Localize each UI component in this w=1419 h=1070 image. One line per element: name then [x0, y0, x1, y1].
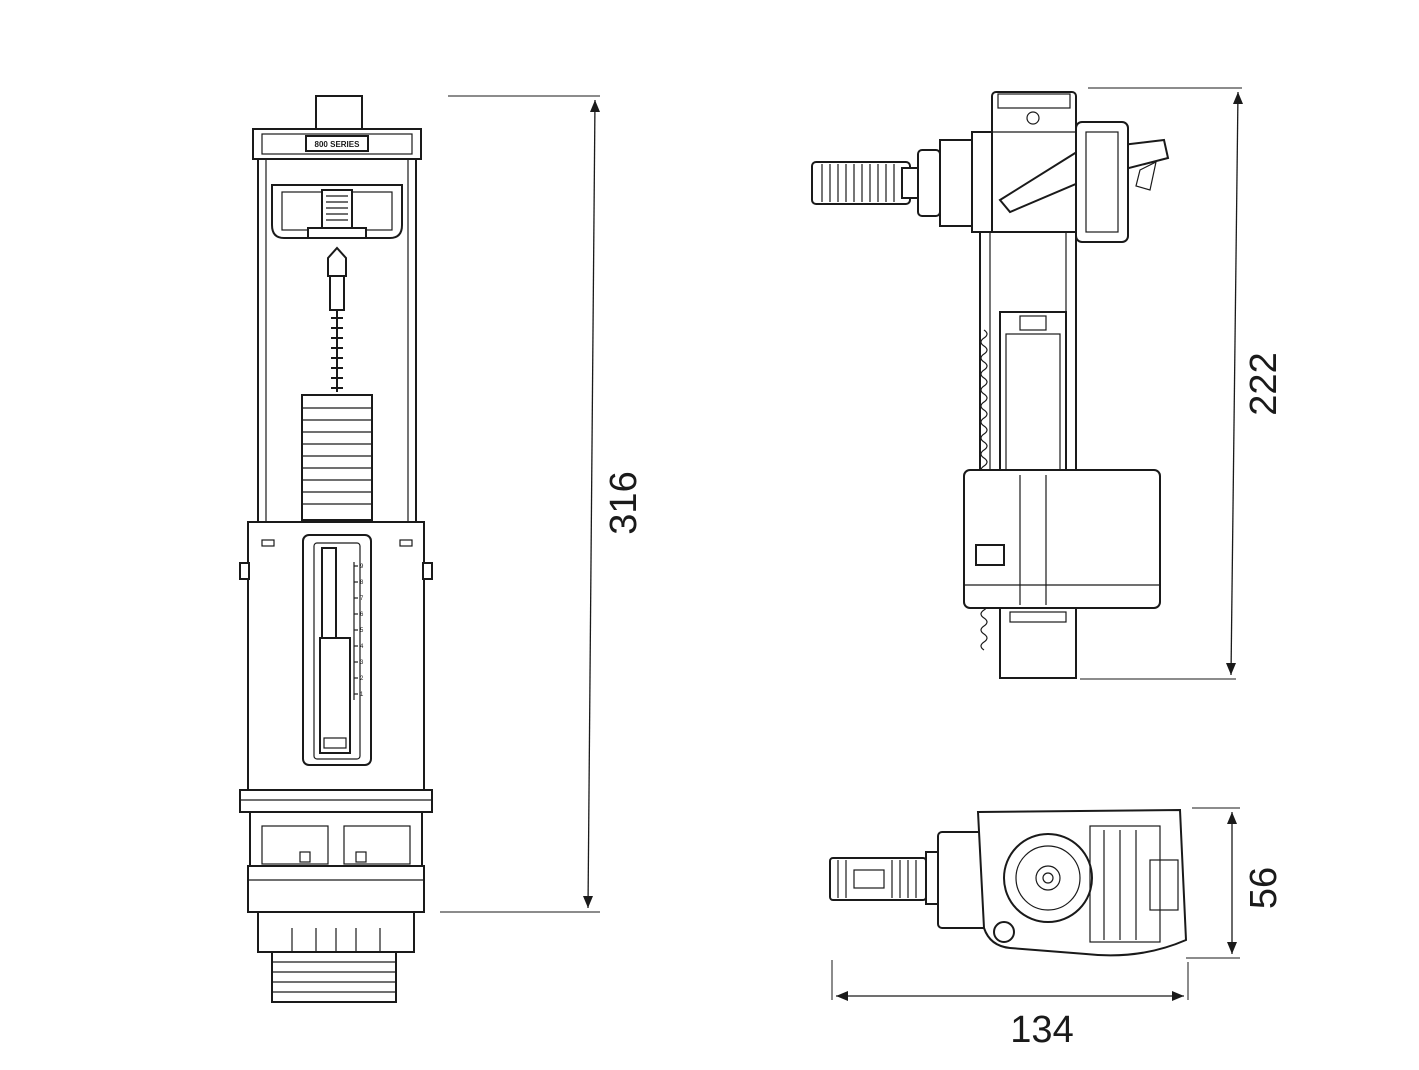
- scale-tick-label: 1: [360, 692, 364, 698]
- scale-tick-label: 4: [360, 644, 364, 650]
- spring: [326, 195, 348, 221]
- float-cup: [963, 469, 1161, 609]
- scale-tick-label: 7: [360, 596, 364, 602]
- fill-valve-side-view: [811, 91, 1170, 679]
- series-plate: [305, 135, 369, 152]
- inlet-thread: [821, 164, 895, 202]
- level-scale: 9 8 7 6 5 4 3 2 1: [353, 562, 364, 700]
- thread: [271, 951, 397, 1003]
- dimension-56: 56: [1186, 807, 1285, 959]
- series-plate-label: 800 SERIES: [315, 140, 361, 149]
- scale-tick-label: 2: [360, 676, 364, 682]
- scale-tick-label: 5: [360, 628, 364, 634]
- fill-valve-top-view: [829, 808, 1188, 957]
- dimension-222-label: 222: [1243, 352, 1285, 415]
- flush-valve-side-view: 800 SERIES: [239, 95, 433, 1003]
- scale-tick-label: 8: [360, 580, 364, 586]
- dimension-222: 222: [1080, 87, 1285, 680]
- dimension-134-label: 134: [1010, 1009, 1073, 1051]
- dimension-316: 316: [440, 95, 645, 913]
- float-ribs: [302, 407, 372, 505]
- dimension-316-label: 316: [603, 471, 645, 534]
- scale-tick-label: 3: [360, 660, 364, 666]
- rod-teeth: [331, 310, 343, 392]
- dimension-56-label: 56: [1243, 867, 1285, 909]
- dimension-134: 134: [831, 960, 1189, 1051]
- top-view-thread: [837, 860, 917, 898]
- scale-tick-label: 9: [360, 564, 364, 570]
- scale-tick-label: 6: [360, 612, 364, 618]
- float: [301, 394, 373, 521]
